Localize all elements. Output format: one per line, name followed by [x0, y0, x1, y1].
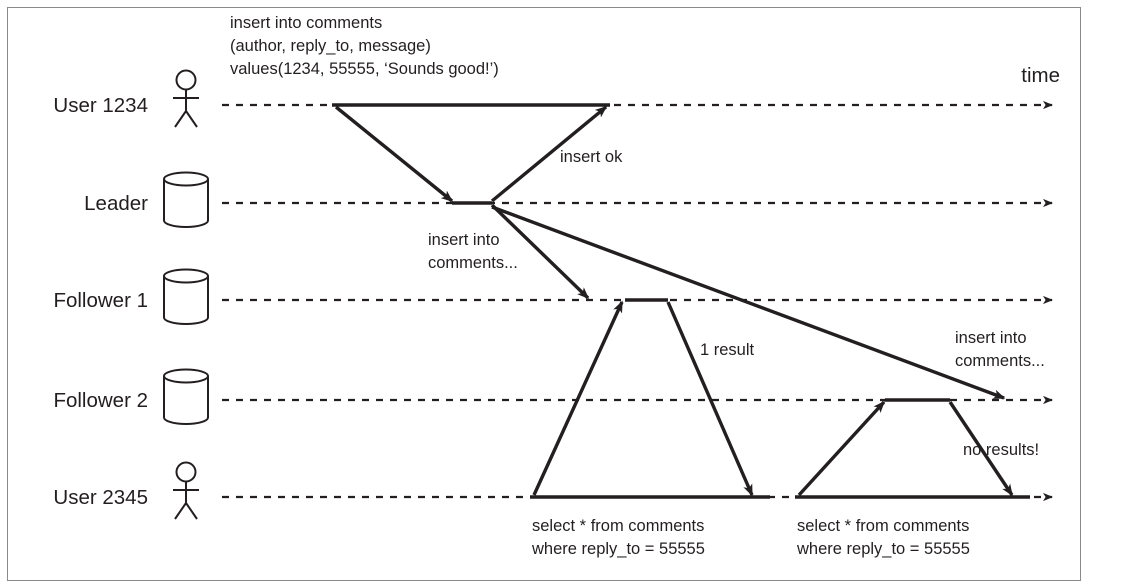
message-query2-response [948, 401, 1014, 497]
annotations-group: insert into comments(author, reply_to, m… [230, 14, 1045, 558]
database-cylinder-icon [163, 268, 209, 325]
message-insert-request [334, 105, 454, 203]
message-query1-response [666, 301, 754, 497]
participant-label-follower2: Follower 2 [53, 389, 148, 412]
no-results-label: no results! [963, 441, 1039, 459]
message-query2-request [797, 400, 886, 497]
time-axis-label: time [1021, 64, 1060, 87]
participant-label-leader: Leader [84, 192, 148, 215]
activations-group [332, 103, 1030, 499]
participant-label-user2345: User 2345 [53, 486, 148, 509]
insert-ok-label: insert ok [560, 148, 623, 166]
participant-label-user1234: User 1234 [53, 94, 148, 117]
database-cylinder-icon [163, 171, 209, 228]
participant-label-follower1: Follower 1 [53, 289, 148, 312]
messages-group [334, 105, 1014, 497]
stick-figure-icon [173, 461, 199, 520]
message-query1-request [532, 300, 624, 496]
message-replicate-f2 [491, 205, 1006, 400]
database-cylinder-icon [163, 368, 209, 425]
message-insert-ok [490, 105, 608, 203]
message-replicate-f1 [490, 203, 590, 300]
insert-statement-label: insert into comments(author, reply_to, m… [230, 14, 499, 78]
one-result-label: 1 result [700, 341, 755, 359]
stick-figure-icon [173, 69, 199, 128]
